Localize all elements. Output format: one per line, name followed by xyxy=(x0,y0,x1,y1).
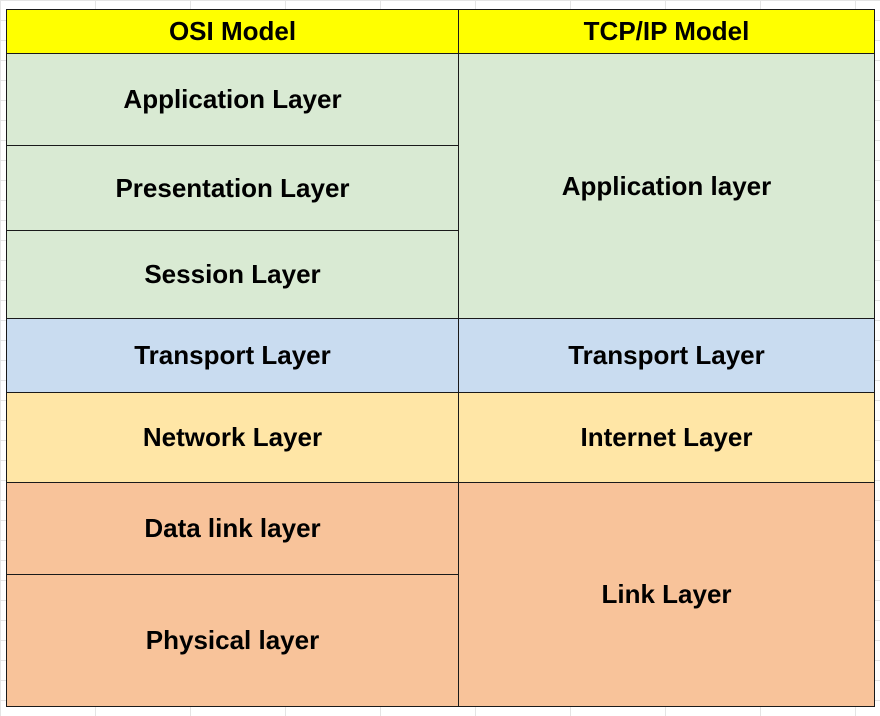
osi-tcpip-comparison-table: OSI Model TCP/IP Model Application Layer… xyxy=(6,9,875,707)
table-row: Transport Layer Transport Layer xyxy=(6,318,875,393)
table-row: Network Layer Internet Layer xyxy=(6,392,875,483)
table-row: Presentation Layer xyxy=(6,145,875,231)
table-row: Physical layer xyxy=(6,574,875,707)
osi-model-header: OSI Model xyxy=(6,9,459,54)
table-row: Application Layer Application layer xyxy=(6,53,875,319)
osi-presentation-layer: Presentation Layer xyxy=(6,145,459,231)
header-row: OSI Model TCP/IP Model xyxy=(6,9,875,54)
osi-data-link-layer: Data link layer xyxy=(6,482,459,575)
table-row: Data link layer Link Layer xyxy=(6,482,875,707)
osi-application-layer: Application Layer xyxy=(6,53,459,146)
osi-transport-layer: Transport Layer xyxy=(6,318,459,393)
tcpip-internet-layer: Internet Layer xyxy=(458,392,875,483)
tcpip-model-header: TCP/IP Model xyxy=(458,9,875,54)
osi-session-layer: Session Layer xyxy=(6,230,459,319)
tcpip-link-layer: Link Layer xyxy=(458,482,875,707)
tcpip-application-layer: Application layer xyxy=(458,53,875,319)
table-row: Session Layer xyxy=(6,230,875,319)
tcpip-transport-layer: Transport Layer xyxy=(458,318,875,393)
osi-physical-layer: Physical layer xyxy=(6,574,459,707)
osi-network-layer: Network Layer xyxy=(6,392,459,483)
